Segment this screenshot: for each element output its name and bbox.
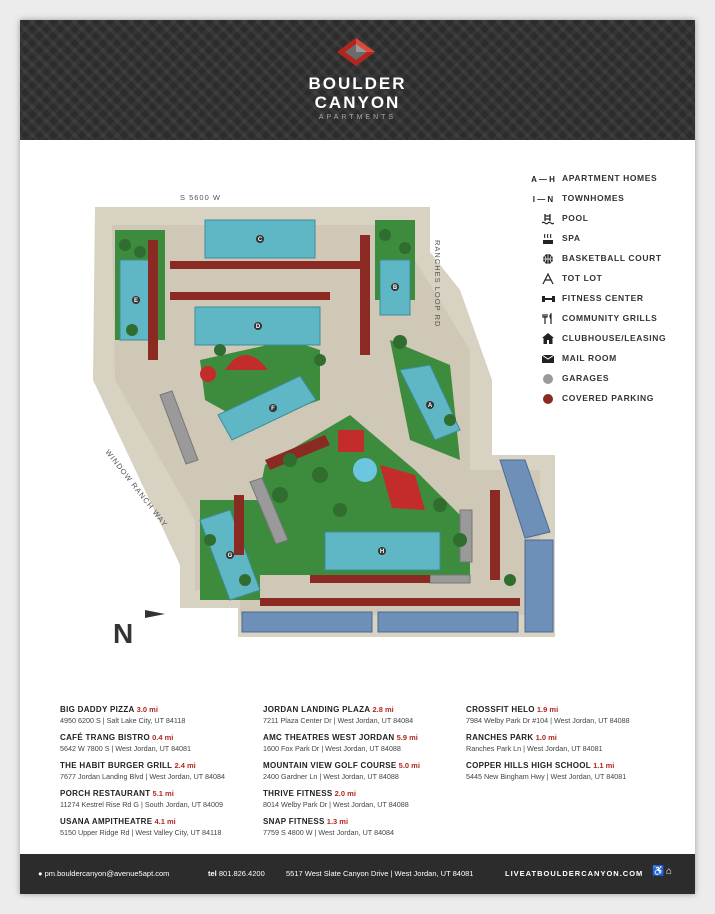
footer-bar: ● pm.bouldercanyon@avenue5apt.com tel 80… bbox=[20, 854, 695, 894]
legend-grills: COMMUNITY GRILLS bbox=[520, 312, 690, 326]
legend-fitness: FITNESS CENTER bbox=[520, 292, 690, 306]
covered-parking-4 bbox=[360, 235, 370, 355]
townhomes-i-j bbox=[241, 611, 373, 633]
spa-icon bbox=[540, 232, 556, 246]
grill-area bbox=[338, 430, 364, 452]
address-text: 5517 West Slate Canyon Drive | West Jord… bbox=[286, 869, 474, 878]
flyer-sheet: BOULDER CANYON APARTMENTS bbox=[20, 20, 695, 894]
svg-text:H: H bbox=[380, 549, 384, 555]
covered-parking-3 bbox=[148, 240, 158, 360]
brand-line2: CANYON bbox=[314, 93, 401, 112]
svg-text:B: B bbox=[393, 285, 398, 291]
basketball-icon bbox=[540, 252, 556, 266]
street-right-label: RANCHES LOOP RD bbox=[433, 240, 442, 327]
townhome-key-icon: I — N bbox=[532, 194, 554, 204]
site-map: C D E B F A G H S 5600 W RANCHES LOOP RD… bbox=[93, 193, 555, 637]
garage-4 bbox=[429, 574, 471, 584]
website-link[interactable]: LIVEATBOULDERCANYON.COM bbox=[505, 869, 644, 878]
legend-spa: SPA bbox=[520, 232, 690, 246]
tot-lot-icon bbox=[540, 272, 556, 286]
clubhouse-area bbox=[380, 465, 425, 510]
mail-icon bbox=[540, 352, 556, 366]
legend-townhomes: I — N TOWNHOMES bbox=[520, 192, 690, 206]
legend-mail: MAIL ROOM bbox=[520, 352, 690, 366]
svg-text:C: C bbox=[258, 237, 263, 243]
brand-subtitle: APARTMENTS bbox=[318, 114, 397, 121]
svg-text:D: D bbox=[256, 324, 261, 330]
grill-icon bbox=[540, 312, 556, 326]
legend-apartment-homes: A — H APARTMENT HOMES bbox=[520, 172, 690, 186]
phone-info: tel 801.826.4200 bbox=[208, 869, 265, 878]
svg-text:A: A bbox=[428, 403, 433, 409]
equal-housing-icon: ⌂ bbox=[666, 866, 673, 877]
covered-parking-9 bbox=[490, 490, 500, 580]
north-label: N bbox=[113, 618, 134, 649]
accessibility-icon: ♿ bbox=[652, 866, 665, 877]
pool-area bbox=[353, 458, 377, 482]
svg-text:F: F bbox=[271, 406, 275, 412]
covered-parking-icon bbox=[540, 392, 556, 406]
pool-icon bbox=[540, 212, 556, 226]
garage-2 bbox=[249, 477, 289, 545]
svg-text:G: G bbox=[228, 553, 233, 559]
legend-pool: POOL bbox=[520, 212, 690, 226]
covered-parking-8 bbox=[265, 435, 330, 470]
header-banner: BOULDER CANYON APARTMENTS bbox=[20, 20, 695, 140]
legend-basketball: BASKETBALL COURT bbox=[520, 252, 690, 266]
covered-parking-5 bbox=[310, 575, 430, 583]
basketball-area bbox=[200, 366, 216, 382]
covered-parking-6 bbox=[260, 598, 520, 606]
legend-tot-lot: TOT LOT bbox=[520, 272, 690, 286]
legend-covered-parking: COVERED PARKING bbox=[520, 392, 690, 406]
brand-line1: BOULDER bbox=[308, 74, 407, 93]
covered-parking-1 bbox=[170, 261, 360, 269]
email-link[interactable]: ● pm.bouldercanyon@avenue5apt.com bbox=[38, 869, 170, 878]
svg-text:E: E bbox=[134, 298, 138, 304]
townhomes-k-l bbox=[377, 611, 519, 633]
townhomes-m bbox=[524, 539, 554, 633]
covered-parking-2 bbox=[170, 292, 330, 300]
fitness-icon bbox=[540, 292, 556, 306]
apartment-key-icon: A — H bbox=[531, 174, 555, 184]
building-f bbox=[217, 375, 317, 441]
logo-diamond-icon bbox=[337, 38, 375, 66]
garage-1 bbox=[159, 390, 199, 465]
covered-parking-7 bbox=[234, 495, 244, 555]
legend-clubhouse: CLUBHOUSE/LEASING bbox=[520, 332, 690, 346]
legend-garages: GARAGES bbox=[520, 372, 690, 386]
north-arrow-icon bbox=[145, 610, 165, 618]
townhomes-n bbox=[499, 459, 551, 539]
street-top-label: S 5600 W bbox=[180, 193, 221, 202]
clubhouse-icon bbox=[540, 332, 556, 346]
garage-icon bbox=[540, 372, 556, 386]
tot-lot-area bbox=[225, 355, 268, 370]
